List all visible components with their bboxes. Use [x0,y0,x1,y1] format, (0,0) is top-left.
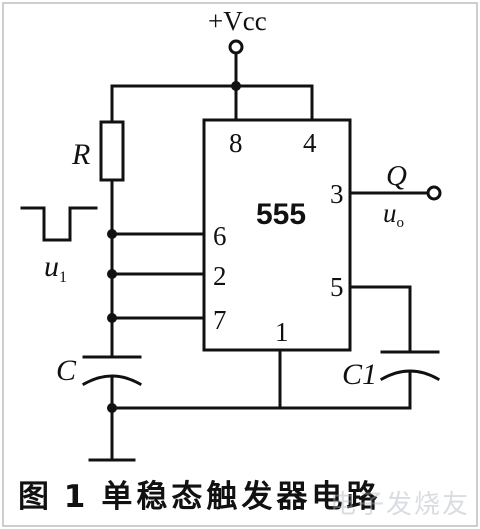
capacitor-c-label: C [56,354,77,387]
output-terminal [426,185,442,201]
input-pulse-waveform [20,206,98,242]
figure-title: 单稳态触发器电路 [101,478,382,515]
pin-6-label: 6 [213,221,227,251]
pin-4-label: 4 [303,128,317,158]
capacitor-c-plate-bottom [81,374,143,387]
output-q-label: Q [386,160,407,192]
pin-2-label: 2 [213,261,227,291]
output-signal-label: uo [383,198,404,231]
pin-8-label: 8 [229,128,243,158]
capacitor-c1-label: C1 [342,358,377,391]
junction-dot-pin7 [107,313,117,323]
figure-label: 图 1 [18,478,88,515]
junction-dot-pin6 [107,229,117,239]
vcc-terminal [228,39,244,55]
junction-dot-vcc [231,81,241,91]
pin-5-label: 5 [330,272,344,302]
input-signal-label: u1 [44,250,67,286]
chip-name: 555 [256,198,306,231]
junction-dot-ground [107,403,117,413]
vcc-label: +Vcc [208,6,267,36]
resistor-label: R [71,138,90,171]
resistor-r [99,120,125,182]
figure-caption: 图 1 单稳态触发器电路 [18,470,381,516]
pin-1-label: 1 [275,317,289,347]
pin-7-label: 7 [213,305,227,335]
junction-dot-pin2 [107,269,117,279]
pin-3-label: 3 [330,179,344,209]
